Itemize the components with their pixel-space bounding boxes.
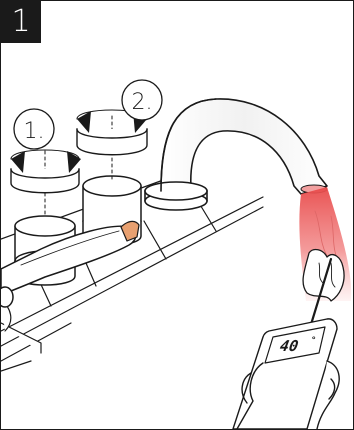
deck-lower-edge bbox=[1, 206, 264, 347]
step-label-2-group: 2. bbox=[121, 79, 163, 121]
step-label-2-circle bbox=[121, 79, 163, 121]
thermometer-probe bbox=[307, 257, 333, 333]
bath-deck bbox=[1, 171, 264, 372]
thermometer-unit: ° bbox=[311, 336, 316, 346]
rotation-indicator-1 bbox=[10, 149, 81, 217]
thermometer-reading: 40 bbox=[279, 337, 300, 355]
hand-shower bbox=[1, 220, 140, 332]
step-number-badge: 1 bbox=[1, 1, 41, 43]
bath-spout bbox=[144, 98, 328, 211]
step-label-2: 2. bbox=[132, 90, 153, 115]
deck-front-edge bbox=[1, 196, 264, 332]
rotation-indicator-2 bbox=[76, 109, 148, 182]
step-label-1-group: 1. bbox=[13, 108, 55, 150]
step-label-1-circle bbox=[13, 108, 55, 150]
step-label-1: 1. bbox=[24, 119, 45, 144]
hand-under-water bbox=[302, 248, 345, 302]
thermometer-display bbox=[264, 326, 326, 364]
thermometer: 40 ° bbox=[232, 257, 340, 429]
